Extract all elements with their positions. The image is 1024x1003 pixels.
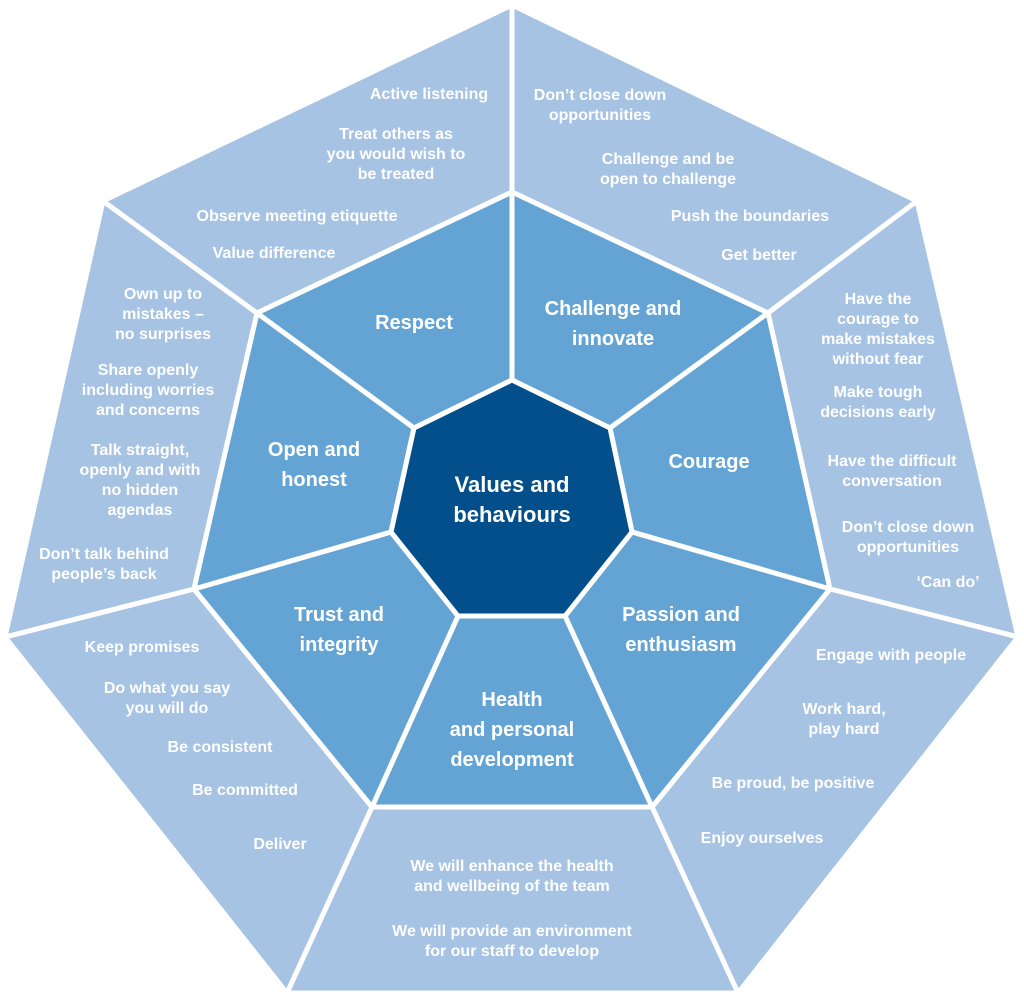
value-label-courage: Courage [668, 451, 750, 473]
behaviour-item-respect: Observe meeting etiquette [196, 208, 398, 225]
behaviour-item-respect: Active listening [369, 86, 489, 103]
behaviour-item-trust-and-integrity: Be consistent [167, 739, 273, 756]
behaviour-item-challenge-and-innovate: Get better [721, 247, 797, 264]
value-label-respect: Respect [375, 312, 453, 334]
behaviour-item-trust-and-integrity: Deliver [253, 836, 307, 853]
behaviour-item-courage: ‘Can do’ [916, 574, 980, 591]
center-heptagon [388, 377, 635, 619]
behaviour-item-passion-and-enthusiasm: Enjoy ourselves [700, 830, 824, 847]
behaviour-item-passion-and-enthusiasm: Work hard,play hard [802, 701, 886, 738]
behaviour-item-trust-and-integrity: Be committed [192, 782, 298, 799]
behaviour-item-respect: Value difference [212, 245, 336, 262]
behaviour-item-challenge-and-innovate: Push the boundaries [670, 208, 830, 225]
behaviour-item-passion-and-enthusiasm: Engage with people [815, 647, 967, 664]
behaviour-item-trust-and-integrity: Keep promises [84, 639, 200, 656]
behaviour-item-passion-and-enthusiasm: Be proud, be positive [711, 775, 875, 792]
